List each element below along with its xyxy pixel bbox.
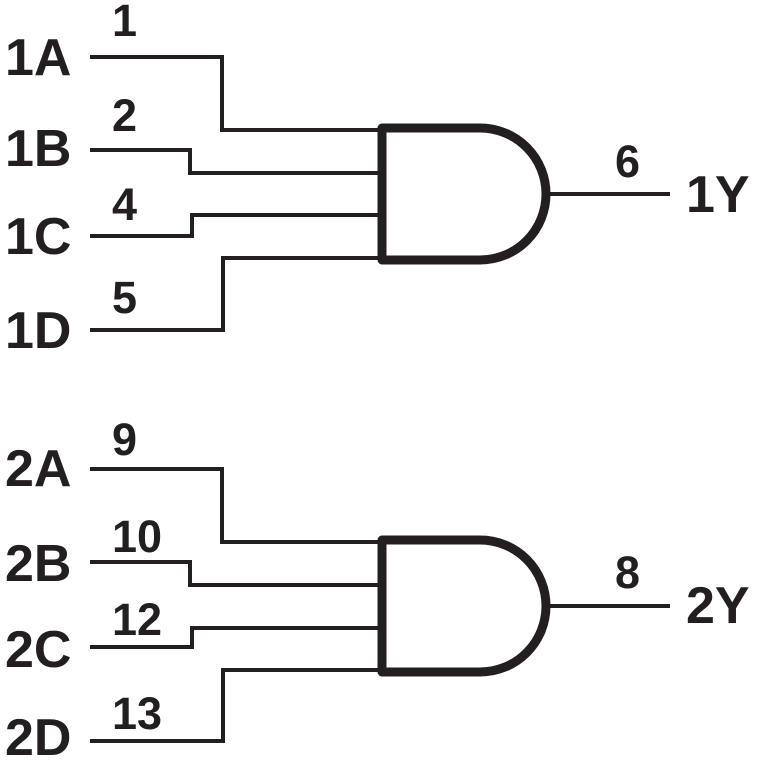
gate2-input-d-pin: 13 bbox=[112, 688, 162, 739]
gate1-output-label: 1Y bbox=[686, 166, 750, 224]
gate1-input-d-pin: 5 bbox=[112, 272, 137, 323]
gate1-input-a-wire bbox=[90, 55, 380, 132]
gate1-input-c-label: 1C bbox=[5, 208, 71, 266]
gate2-output-pin: 8 bbox=[615, 547, 640, 598]
gate2-input-c-pin: 12 bbox=[112, 594, 162, 645]
gate2-input-a-wire bbox=[90, 467, 380, 544]
gate-2: 2A 2B 2C 2D 2Y 9 10 12 13 8 bbox=[5, 414, 750, 765]
gate1-input-c-pin: 4 bbox=[112, 179, 137, 230]
gate1-input-b-pin: 2 bbox=[112, 90, 137, 141]
gate2-input-b-pin: 10 bbox=[112, 511, 162, 562]
gate2-input-d-wire bbox=[90, 668, 380, 743]
gate1-input-c-wire bbox=[90, 213, 380, 238]
gate2-input-d-label: 2D bbox=[5, 709, 71, 765]
gate1-input-d-label: 1D bbox=[5, 302, 71, 360]
gate-1: 1A 1B 1C 1D 1Y 1 2 4 5 6 bbox=[5, 0, 750, 360]
gate2-output-label: 2Y bbox=[686, 577, 750, 635]
gate1-input-b-wire bbox=[90, 148, 380, 175]
gate1-input-a-pin: 1 bbox=[112, 0, 137, 46]
gate2-input-a-label: 2A bbox=[5, 440, 71, 498]
gate2-input-b-wire bbox=[90, 560, 380, 587]
gate1-input-a-label: 1A bbox=[5, 29, 71, 87]
gate1-input-b-label: 1B bbox=[5, 120, 71, 178]
gate1-output-pin: 6 bbox=[615, 136, 640, 187]
gate1-input-d-wire bbox=[90, 256, 380, 332]
gate2-and-symbol bbox=[377, 535, 551, 677]
gate2-input-b-label: 2B bbox=[5, 535, 71, 593]
gate1-and-symbol bbox=[377, 123, 551, 265]
gate2-input-a-pin: 9 bbox=[112, 414, 137, 465]
gate2-input-c-wire bbox=[90, 626, 380, 649]
gate2-input-c-label: 2C bbox=[5, 621, 71, 679]
